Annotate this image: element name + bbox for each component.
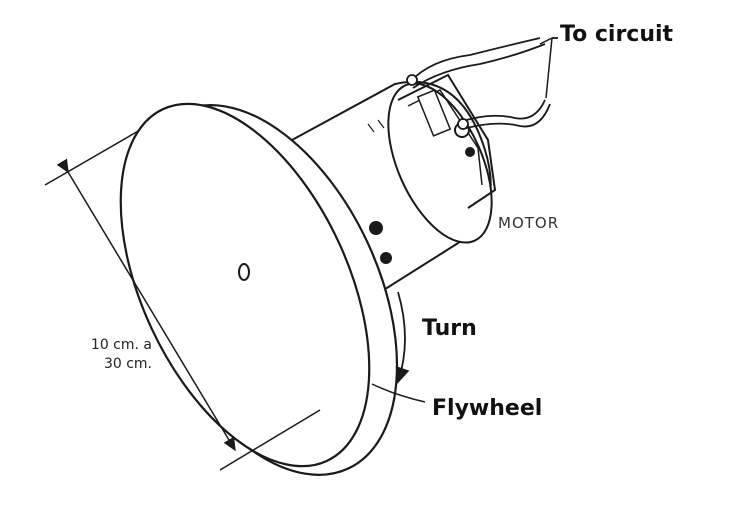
to-circuit-label: To circuit — [560, 22, 674, 47]
turn-label: Turn — [422, 316, 477, 341]
flywheel-label: Flywheel — [432, 396, 543, 421]
flywheel-pointer — [371, 383, 426, 403]
size-label-line1: 10 cm. a — [90, 337, 152, 353]
motor-label: MOTOR — [498, 214, 560, 232]
size-label: 10 cm. a 30 cm. — [72, 336, 152, 374]
to-circuit-pointers — [539, 37, 553, 99]
size-label-line2: 30 cm. — [103, 356, 152, 372]
diameter-dimension — [44, 129, 321, 471]
turn-arrow — [395, 291, 410, 384]
circuit-wires — [406, 37, 558, 130]
